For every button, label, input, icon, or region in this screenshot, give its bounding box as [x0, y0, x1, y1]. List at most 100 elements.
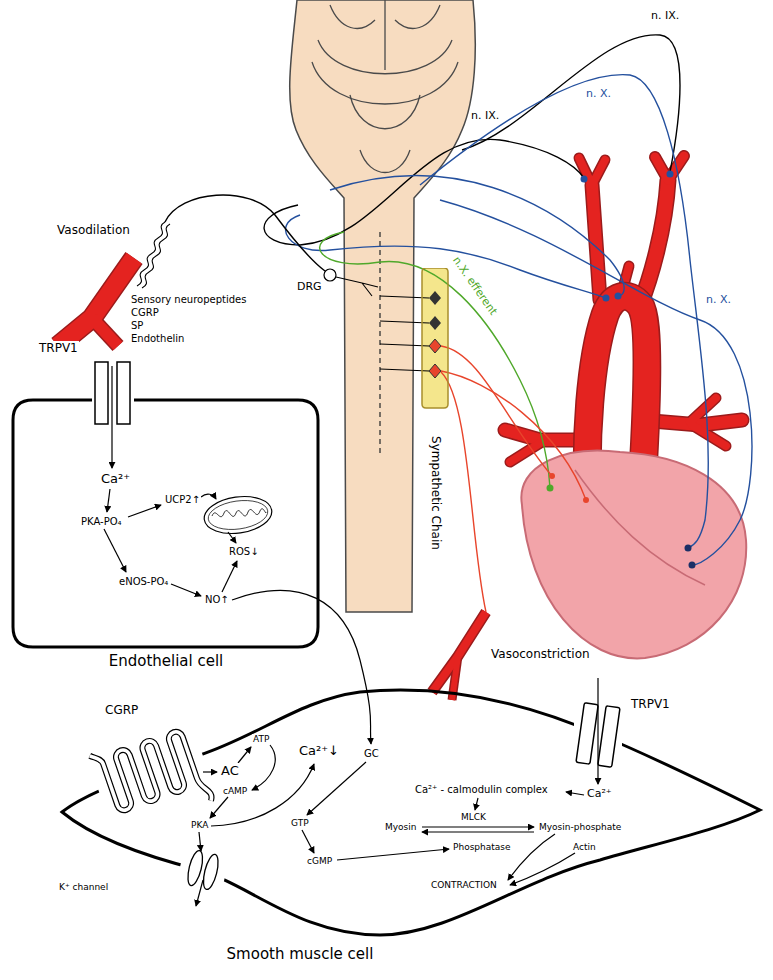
dilated-vessel [92, 318, 118, 346]
vagus-nerve [420, 75, 708, 548]
label-box: GTP [290, 818, 310, 828]
peduncle-contour [395, 5, 440, 28]
pathway-arrow [238, 747, 251, 763]
pathway-arrow [302, 830, 314, 853]
nerve-ending [667, 171, 674, 178]
artery-outline [640, 180, 668, 305]
artery [579, 158, 605, 185]
annotation-label: Endothelin [130, 333, 185, 344]
annotation-label: eNOS-PO₄ [118, 576, 169, 587]
label-box: Actin [572, 842, 597, 852]
annotation-label: CONTRACTION [430, 880, 498, 890]
ganglion [429, 316, 441, 330]
label-box: Endothelin [130, 333, 185, 345]
annotation-label: PKA-PO₄ [80, 516, 123, 527]
pathway-arrow [566, 792, 584, 795]
pathway-arrow [111, 366, 112, 468]
label-box: CGRP [104, 704, 139, 718]
artery [655, 156, 684, 180]
nerve-ending [549, 473, 555, 479]
annotation-label: n.X. efferent [449, 253, 500, 318]
annotation-label: PKA [190, 820, 209, 830]
label-box: MLCK [460, 812, 487, 822]
label-box: Sensory neuropeptides [130, 294, 247, 306]
label-box: PKA [190, 820, 209, 830]
glossopharyngeal-nerve [462, 35, 680, 172]
medulla-contour [350, 95, 420, 129]
cgrp-receptor [90, 723, 213, 834]
pathway-arrow [422, 826, 534, 827]
label-box: GC [363, 748, 380, 760]
annotation-label: TRPV1 [38, 341, 79, 355]
vessel-outline [92, 318, 118, 346]
pathway-arrow [107, 489, 110, 512]
trpv1-channel [117, 362, 130, 424]
annotation-label: CGRP [104, 703, 139, 717]
artery [640, 180, 668, 305]
annotation-label: MLCK [460, 812, 487, 822]
annotation-label: SP [130, 320, 144, 331]
annotation-label: K⁺ channel [58, 882, 109, 892]
vagus-nerve [286, 215, 606, 298]
label-box: K⁺ channel [58, 882, 109, 892]
label-box: CGRP [130, 307, 160, 319]
annotation-label: CGRP [130, 307, 160, 318]
node-text-box: Smooth muscle cell [150, 946, 450, 963]
nerves [165, 35, 752, 612]
pathway-arrow [422, 831, 534, 832]
annotation-label: ATP [252, 734, 270, 744]
node-outline-svg [10, 395, 322, 680]
vagus-nerve [440, 200, 752, 565]
annotation-label: n. X. [705, 293, 732, 306]
pathway-arrows [104, 366, 598, 906]
drg-root [336, 277, 378, 296]
annotation-label: Myosin [384, 822, 418, 832]
annotation-label: TRPV1 [630, 697, 671, 711]
node-text-box: Endothelial cell [10, 653, 322, 670]
receptor-tube [90, 723, 213, 834]
trpv1-channel [95, 362, 108, 424]
nerve-terminal [142, 224, 170, 288]
artery [592, 185, 600, 300]
artery-outline [579, 158, 605, 185]
label-box: DRG [296, 281, 323, 294]
label-box: cGMP [306, 856, 333, 866]
label-box: n. IX. [470, 110, 500, 123]
pathway-arrow [210, 797, 228, 818]
label-box: Ca²⁺ - calmodulin complex [414, 784, 549, 796]
sympathetic-chain-band-outline [422, 268, 448, 408]
label-box: Vasodilation [56, 224, 131, 238]
glossopharyngeal-nerve [264, 139, 584, 245]
drg-ganglion [324, 269, 336, 281]
pathway-arrow [597, 678, 598, 784]
nerve-ending [547, 485, 554, 492]
annotation-label: Sensory neuropeptides [130, 294, 247, 305]
annotation-label: cGMP [306, 856, 333, 866]
label-box: AC [220, 764, 240, 779]
pathway-arrow [199, 832, 201, 851]
nerve-ending [603, 295, 610, 302]
constricted-vessel [432, 612, 486, 692]
ganglion [429, 339, 441, 353]
node-heading: Endothelial cell [109, 652, 224, 670]
brainstem-midline [384, 0, 385, 70]
label-box: eNOS-PO₄ [118, 576, 169, 588]
pathway-arrow [211, 764, 314, 826]
sympathetic-chain-band: Sympathetic Chain [418, 268, 452, 568]
label-box: Ca²⁺↓ [298, 744, 340, 759]
node-heading: Sympathetic Chain [429, 436, 443, 550]
annotation-label: Actin [572, 842, 597, 852]
annotation-label: UCP2↑ [164, 494, 201, 505]
smooth-muscle-cell-outline [62, 690, 760, 935]
label-box: n. X. [585, 88, 612, 101]
label-box: n. IX. [650, 10, 680, 23]
annotation-label: AC [220, 763, 240, 778]
pathway-arrow [201, 494, 216, 499]
artery-outline [592, 185, 600, 300]
dilated-vessel [58, 258, 134, 346]
pathway-arrow [196, 880, 203, 906]
pathway-arrow [171, 584, 201, 596]
annotation-label: Myosin-phosphate [538, 822, 622, 832]
annotation-label: n. X. [585, 87, 612, 100]
